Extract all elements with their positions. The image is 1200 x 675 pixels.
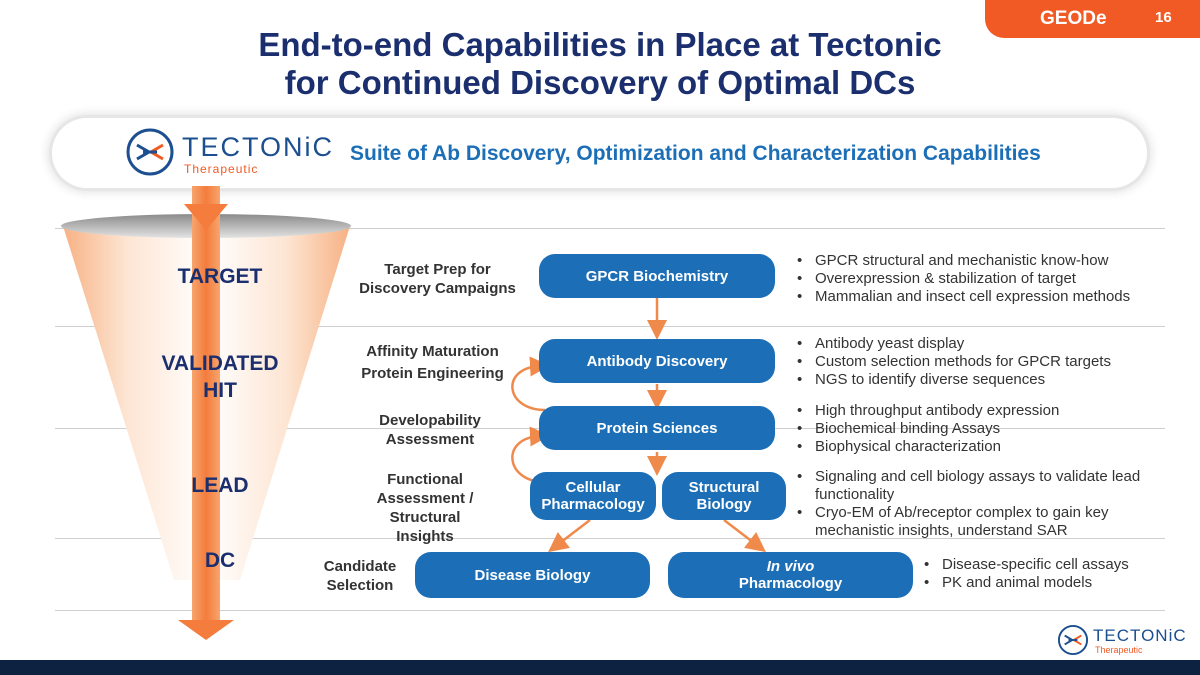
arrow-structural-to-invivo [723,519,766,553]
loop-arrow-affinity [511,356,550,412]
section-tab-label: GEODe [1040,8,1107,29]
footer-logo-icon [1057,624,1089,656]
node-disease-biology: Disease Biology [415,552,650,598]
row-divider [55,326,1165,327]
row-divider [55,538,1165,539]
list-item: Overexpression & stabilization of target [793,270,1173,288]
title-line-1: End-to-end Capabilities in Place at Tect… [258,26,942,63]
funnel-top-arrowhead [184,204,228,230]
list-item: Biophysical characterization [793,438,1173,456]
stage-target: TARGET [177,265,263,288]
node-in-vivo-pharmacology: In vivo Pharmacology [668,552,913,598]
capabilities-banner [52,118,1147,188]
label-candidate-selection: Candidate Selection [323,558,397,594]
node-cellular-pharmacology: Cellular Pharmacology [530,472,656,520]
bullets-candidate: Disease-specific cell assays PK and anim… [920,556,1170,592]
stage-hit: HIT [203,379,237,402]
stage-validated: VALIDATED [161,352,279,375]
label-target-prep: Target Prep for Discovery Campaigns [359,261,516,297]
section-tab [985,0,1200,38]
row-divider [55,610,1165,611]
list-item: Disease-specific cell assays [920,556,1170,574]
node-structural-biology: Structural Biology [662,472,786,520]
list-item: Mammalian and insect cell expression met… [793,288,1173,306]
list-item: High throughput antibody expression [793,402,1173,420]
arrow-cellular-to-disease [548,519,591,553]
list-item: PK and animal models [920,574,1170,592]
funnel-shaft-arrowhead [178,620,234,640]
list-item: NGS to identify diverse sequences [793,371,1173,389]
footer-brand-name: TECTONiC [1093,626,1187,645]
banner-brand-name: TECTONiC [182,132,335,162]
list-item: Custom selection methods for GPCR target… [793,353,1173,371]
node-protein-sciences: Protein Sciences [539,406,775,450]
list-item: GPCR structural and mechanistic know-how [793,252,1173,270]
label-functional-assessment: Functional Assessment / Structural Insig… [376,471,474,545]
banner-brand-sub: Therapeutic [184,162,259,176]
list-item: Biochemical binding Assays [793,420,1173,438]
title-line-2: for Continued Discovery of Optimal DCs [284,64,916,101]
slide-title: End-to-end Capabilities in Place at Tect… [150,26,1050,102]
bullets-protein: High throughput antibody expression Bioc… [793,402,1173,456]
footer-bar [0,660,1200,675]
bullets-antibody: Antibody yeast display Custom selection … [793,335,1173,389]
list-item: Signaling and cell biology assays to val… [793,468,1168,504]
label-affinity-maturation: Affinity Maturation [366,343,499,360]
list-item: Cryo-EM of Ab/receptor complex to gain k… [793,504,1168,540]
funnel-shaft [192,186,220,626]
label-protein-engineering: Protein Engineering [361,365,504,382]
banner-heading: Suite of Ab Discovery, Optimization and … [350,142,1041,165]
node-gpcr-biochemistry: GPCR Biochemistry [539,254,775,298]
bullets-functional: Signaling and cell biology assays to val… [793,468,1168,540]
label-developability: Developability Assessment [379,412,481,448]
stage-lead: LEAD [191,474,249,497]
row-divider [55,228,1165,229]
page-number: 16 [1155,9,1172,26]
tectonic-logo-icon [126,128,174,176]
list-item: Antibody yeast display [793,335,1173,353]
stage-dc: DC [204,549,236,572]
footer-brand-sub: Therapeutic [1095,645,1143,655]
node-antibody-discovery: Antibody Discovery [539,339,775,383]
bullets-gpcr: GPCR structural and mechanistic know-how… [793,252,1173,306]
